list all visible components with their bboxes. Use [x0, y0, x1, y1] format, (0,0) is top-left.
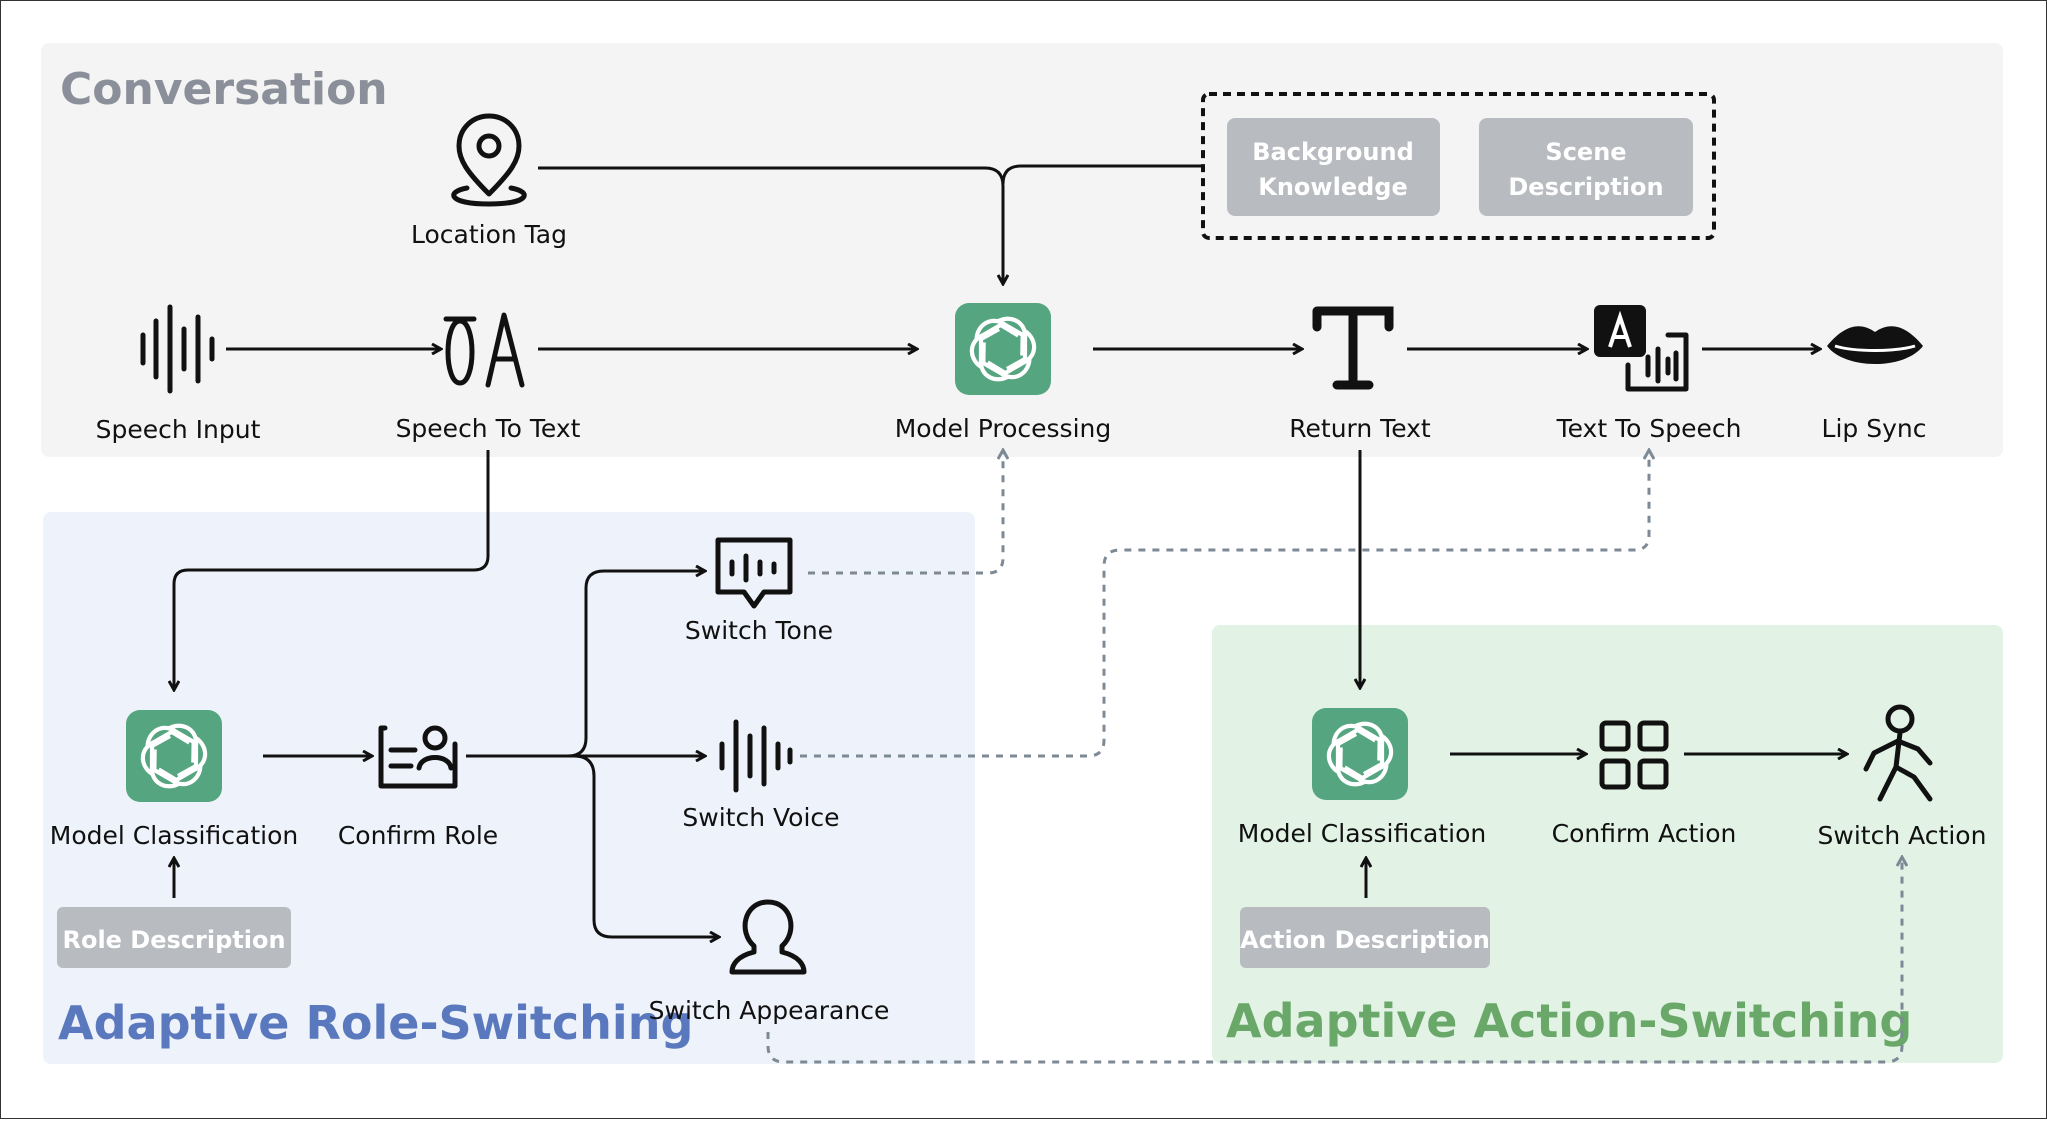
action-arrows — [1360, 450, 1847, 898]
action-model-classification-label: Model Classification — [1238, 819, 1486, 848]
switch-tone-label: Switch Tone — [685, 616, 833, 645]
role-description-text: Role Description — [62, 926, 285, 954]
lip-sync-label: Lip Sync — [1822, 414, 1927, 443]
background-knowledge-line2: Knowledge — [1258, 173, 1407, 201]
walking-person-icon — [1863, 704, 1933, 802]
context-dashed-box — [1201, 92, 1716, 240]
scene-description-pill: Scene Description — [1479, 118, 1693, 216]
waveform-icon — [140, 304, 215, 394]
return-text-label: Return Text — [1289, 414, 1431, 443]
scene-description-line2: Description — [1508, 173, 1663, 201]
background-knowledge-pill: Background Knowledge — [1227, 118, 1440, 216]
text-t-icon — [1312, 306, 1394, 390]
action-model-classification-icon — [1312, 708, 1408, 800]
location-pin-icon — [451, 113, 527, 207]
user-icon — [729, 899, 807, 975]
role-model-classification-label: Model Classification — [50, 821, 298, 850]
text-to-speech-icon — [1594, 305, 1689, 392]
chat-bubble-icon — [715, 537, 793, 609]
switch-appearance-label: Switch Appearance — [649, 996, 890, 1025]
action-description-pill: Action Description — [1240, 907, 1490, 968]
role-description-pill: Role Description — [57, 907, 291, 968]
role-arrows — [174, 450, 719, 937]
openai-logo-icon — [955, 303, 1051, 395]
confirm-action-label: Confirm Action — [1552, 819, 1737, 848]
model-processing-label: Model Processing — [895, 414, 1112, 443]
background-knowledge-line1: Background — [1252, 138, 1414, 166]
action-switching-title: Adaptive Action-Switching — [1226, 994, 1912, 1048]
grid-icon — [1599, 720, 1669, 790]
speech-to-text-icon — [443, 312, 525, 388]
confirm-role-label: Confirm Role — [338, 821, 498, 850]
role-switching-title: Adaptive Role-Switching — [58, 996, 693, 1050]
conversation-arrows — [226, 164, 1820, 349]
location-tag-label: Location Tag — [411, 220, 567, 249]
role-model-classification-icon — [126, 710, 222, 802]
switch-action-label: Switch Action — [1818, 821, 1987, 850]
speech-input-label: Speech Input — [96, 415, 261, 444]
speech-to-text-label: Speech To Text — [396, 414, 581, 443]
id-card-icon — [378, 725, 458, 789]
switch-voice-label: Switch Voice — [682, 803, 839, 832]
role-waveform-icon — [719, 719, 793, 793]
lips-icon — [1827, 326, 1923, 364]
feedback-dashed-arrows — [766, 450, 1902, 1064]
text-to-speech-label: Text To Speech — [1556, 414, 1742, 443]
conversation-title: Conversation — [60, 64, 388, 115]
action-description-text: Action Description — [1240, 926, 1490, 954]
scene-description-line1: Scene — [1545, 138, 1626, 166]
